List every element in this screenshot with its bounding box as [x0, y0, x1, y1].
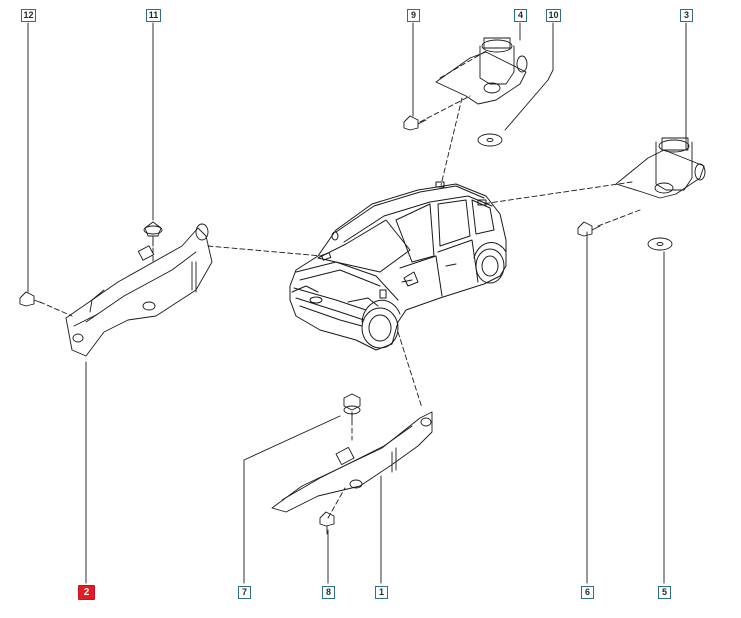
bolt-12 [19, 291, 43, 307]
callout-4[interactable]: 4 [514, 9, 527, 22]
bolt-8 [319, 511, 335, 535]
callout-5[interactable]: 5 [658, 586, 671, 599]
hinge-bracket-left [65, 223, 213, 357]
rear-hinge-upper [435, 37, 528, 105]
callout-2-selected[interactable]: 2 [78, 585, 95, 600]
callout-9[interactable]: 9 [407, 9, 420, 22]
callout-7[interactable]: 7 [238, 586, 251, 599]
washer-5 [647, 237, 673, 251]
hinge-bracket-lower [271, 411, 433, 513]
bolt-6 [577, 221, 601, 237]
callout-6[interactable]: 6 [581, 586, 594, 599]
dashed-connectors [39, 49, 641, 519]
callout-12[interactable]: 12 [21, 9, 36, 22]
callout-8[interactable]: 8 [322, 586, 335, 599]
leader-lines [27, 22, 687, 584]
vehicle-drawing [289, 181, 507, 351]
rear-hinge-right [615, 137, 706, 199]
callout-10[interactable]: 10 [546, 9, 561, 22]
bolt-7 [343, 393, 361, 421]
callout-1[interactable]: 1 [375, 586, 388, 599]
washer-10 [477, 133, 503, 147]
bolt-11 [143, 221, 163, 247]
callout-3[interactable]: 3 [680, 9, 693, 22]
callout-11[interactable]: 11 [146, 9, 161, 22]
bolt-9 [403, 115, 427, 131]
